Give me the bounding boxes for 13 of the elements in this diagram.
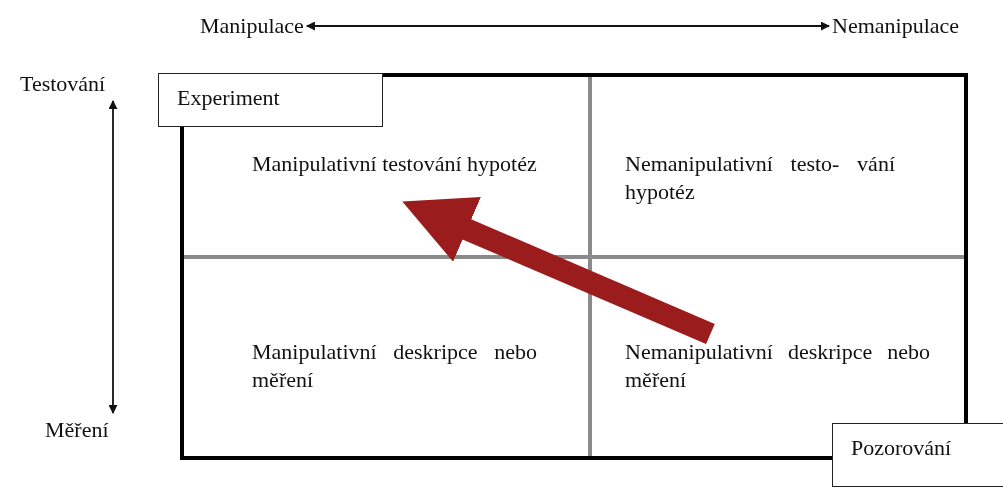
quadrant-text: Manipulativní deskripce nebo měření (252, 338, 537, 394)
axis-label: Nemanipulace (832, 12, 960, 40)
quadrant-text: Manipulativní testování hypotéz (252, 150, 537, 178)
axis-label: Testování (20, 70, 106, 98)
block-arrow (402, 197, 715, 345)
double-arrow (108, 100, 118, 414)
category-box: Experiment (158, 73, 383, 127)
axis-label: Manipulace (200, 12, 304, 40)
quadrant-text: Nemanipulativní deskripce nebo měření (625, 338, 930, 394)
axis-label: Měření (45, 416, 109, 444)
category-box: Pozorování (832, 423, 1003, 487)
quadrant-text: Nemanipulativní testo- vání hypotéz (625, 150, 895, 206)
double-arrow (305, 21, 830, 31)
